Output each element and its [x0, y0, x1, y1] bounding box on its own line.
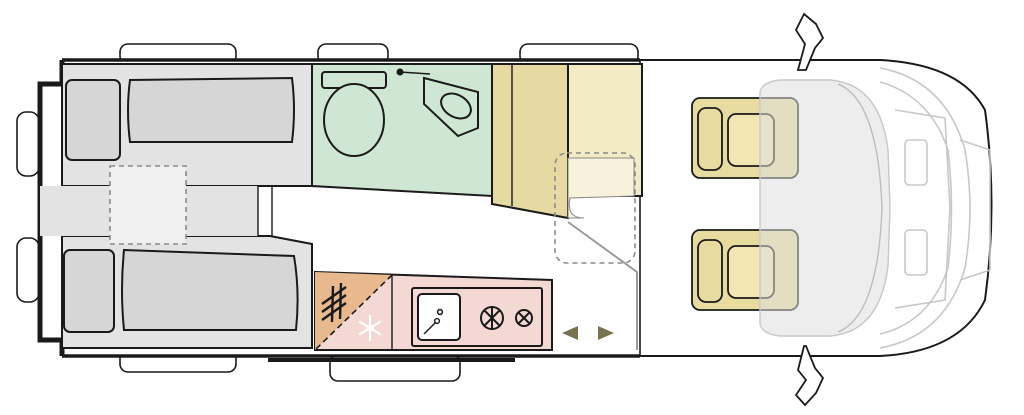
rear-lights: [16, 111, 40, 303]
bed-left-pillow: [65, 79, 121, 161]
table-top: [567, 157, 635, 219]
rear-beds: [40, 63, 313, 349]
washbasin-icon: [396, 68, 479, 138]
bed-left-mattress: [127, 76, 295, 143]
cab-console: [759, 79, 891, 337]
cab-seats: [691, 79, 891, 337]
cab-dashboard: [879, 67, 991, 349]
bed-extension-dashed: [109, 165, 187, 245]
toilet-icon: [321, 71, 387, 157]
table-leg-line: [567, 221, 638, 350]
side-mirrors: [794, 12, 825, 407]
hanger-icon: [321, 282, 347, 323]
mirror-left: [794, 12, 825, 71]
bed-right-pillow: [63, 249, 115, 333]
table-extension-dashed: [554, 152, 636, 264]
sink-icon: [417, 293, 461, 341]
kitchen: [314, 270, 553, 351]
snowflake-icon: [358, 314, 382, 342]
washroom: [311, 63, 493, 198]
gas-burner-icon: [480, 306, 533, 330]
outer-wall: [62, 58, 640, 358]
mirror-right: [794, 345, 825, 407]
wardrobe: [491, 63, 643, 350]
sliding-door-arrows-icon: [562, 326, 614, 340]
wardrobe-dark: [491, 63, 569, 220]
bed-right-mattress: [121, 248, 299, 331]
